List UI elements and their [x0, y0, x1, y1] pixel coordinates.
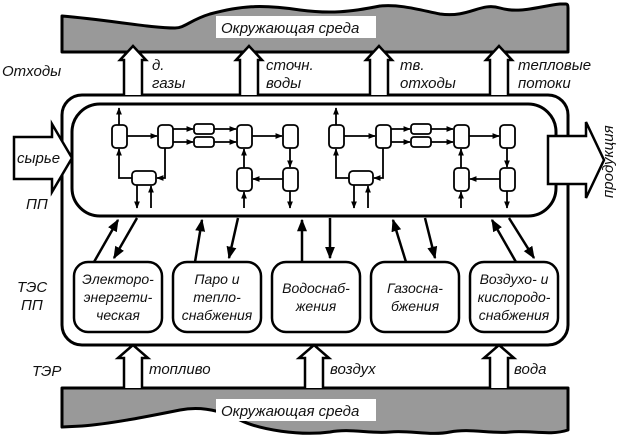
utility-gas-line2: бжения: [391, 298, 440, 314]
product-label: продукция: [600, 125, 617, 198]
waste-gases-label-2: газы: [152, 75, 185, 92]
waste-water-label-2: воды: [266, 75, 301, 92]
waste-solid-label-2: отходы: [400, 75, 456, 92]
tes-row-label-2: ПП: [21, 297, 43, 314]
utility-steam-line2: тепло-: [193, 289, 241, 305]
utility-water-line1: Водоснаб-: [282, 280, 350, 296]
waste-arrows: [117, 44, 515, 95]
process-node: [328, 124, 345, 149]
utility-box-water: [270, 260, 362, 334]
process-node: [157, 124, 174, 149]
process-node: [453, 167, 470, 192]
process-node: [410, 123, 432, 135]
process-node: [499, 124, 516, 149]
process-node: [236, 167, 253, 192]
waste-row-label: Отходы: [2, 63, 61, 80]
utility-water-line2: жения: [295, 298, 337, 314]
process-node: [131, 170, 157, 186]
utility-air-line1: Воздухо- и: [480, 271, 549, 287]
waste-arrow-heat: [483, 44, 515, 95]
resource-arrow-air: [295, 343, 333, 388]
waste-arrow-gases: [117, 44, 149, 95]
waste-water-label-1: сточн.: [266, 57, 314, 74]
process-node: [348, 170, 374, 186]
process-node: [410, 136, 432, 148]
utility-electric-line2: энергети-: [84, 289, 153, 305]
utility-steam-line3: снабжения: [182, 307, 253, 323]
utility-systems: [72, 260, 560, 334]
resource-air-label: воздух: [330, 361, 376, 378]
waste-heat-label-2: потоки: [518, 75, 571, 92]
environment-bottom-label: Окружающая среда: [221, 403, 359, 420]
resource-arrows: [114, 343, 518, 388]
waste-arrow-wastewater: [233, 44, 265, 95]
process-node: [111, 124, 128, 149]
waste-gases-label-1: д.: [152, 57, 164, 74]
pp-row-label: ПП: [26, 196, 48, 213]
process-node: [453, 124, 470, 149]
waste-arrow-solid: [363, 44, 395, 95]
waste-heat-label-1: тепловые: [518, 57, 591, 74]
raw-material-label: сырье: [17, 150, 60, 167]
process-node: [236, 124, 253, 149]
utility-box-gas: [369, 260, 461, 334]
process-node: [193, 123, 215, 135]
process-node: [282, 167, 299, 192]
process-node: [375, 124, 392, 149]
resource-arrow-fuel: [114, 343, 152, 388]
process-flow-right: [328, 107, 516, 209]
process-node: [499, 167, 516, 192]
resource-fuel-label: топливо: [149, 361, 211, 378]
production-process-boundary: [70, 102, 558, 218]
utility-air-line2: кислородо-: [478, 289, 551, 305]
utility-steam-line1: Паро и: [194, 271, 239, 287]
utility-gas-line1: Газосна-: [387, 280, 443, 296]
resource-water-label: вода: [514, 361, 546, 378]
utility-electric-line3: ческая: [96, 307, 140, 323]
environment-top-label: Окружающая среда: [221, 20, 359, 37]
utility-box-steam-heat: [171, 260, 263, 334]
ter-row-label: ТЭР: [32, 363, 61, 380]
utility-air-line3: снабжения: [479, 307, 550, 323]
environment-top-label-bg: [216, 16, 376, 38]
process-node: [193, 136, 215, 148]
utility-box-electric: [72, 260, 164, 334]
environment-bottom-label-bg: [216, 399, 376, 421]
waste-solid-label-1: тв.: [400, 57, 425, 74]
process-flow-left: [111, 107, 299, 209]
resource-arrow-water: [480, 343, 518, 388]
process-node: [282, 124, 299, 149]
product-arrow: [546, 121, 606, 199]
tes-row-label-1: ТЭС: [17, 279, 47, 296]
utility-process-links: [92, 217, 536, 263]
utility-box-air-oxygen: [468, 260, 560, 334]
raw-material-arrow: [12, 119, 74, 197]
utility-electric-line1: Электоро-: [82, 271, 154, 287]
